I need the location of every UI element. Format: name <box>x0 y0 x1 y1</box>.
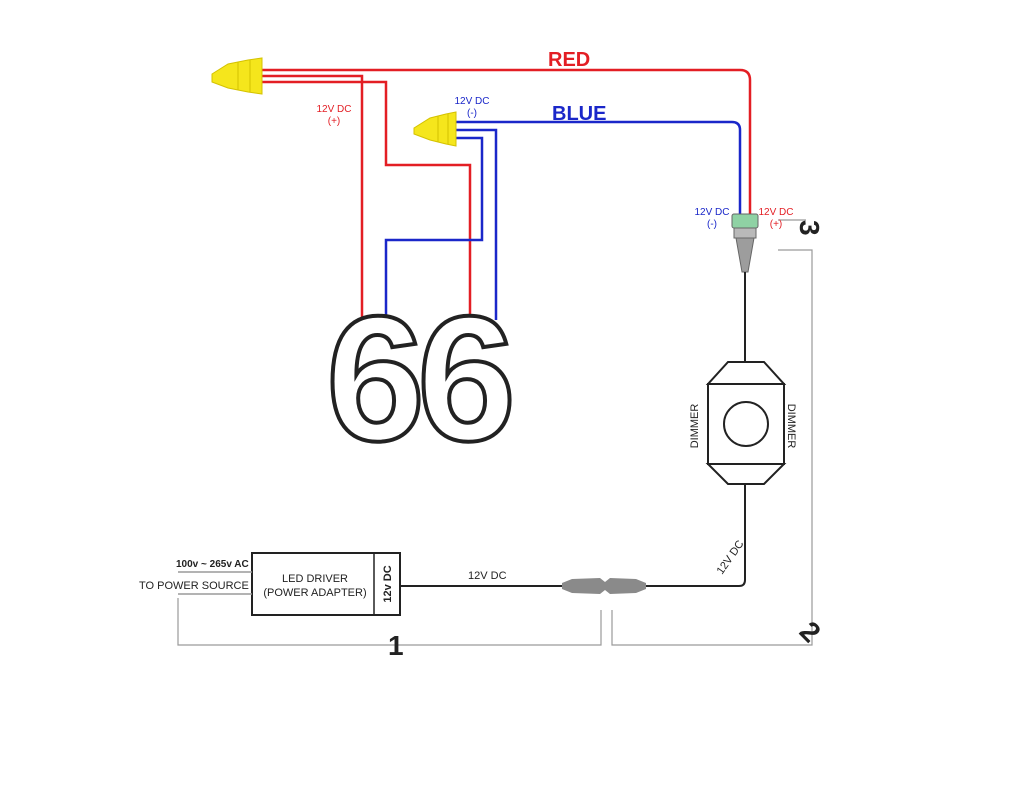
conn-neg-sign-label: (-) <box>707 219 717 230</box>
red-wire-to-6-b <box>258 80 472 320</box>
blue-wire-to-6-b <box>384 136 484 320</box>
dimmer-label-right: DIMMER <box>785 404 797 449</box>
dimmer-knob <box>723 401 769 447</box>
blue-main-wire <box>450 120 742 218</box>
conn-neg-12v-label: 12V DC <box>694 207 729 218</box>
wire-nut-red <box>211 57 263 95</box>
input-voltage-label: 100v ~ 265v AC <box>176 559 249 570</box>
pos-sign-left-label: (+) <box>328 116 341 127</box>
blue-wire-to-6-a <box>450 128 498 320</box>
driver-wire-label: 12V DC <box>468 570 507 582</box>
dimmer-device <box>705 361 787 485</box>
neg-12v-top-label: 12V DC <box>454 96 489 107</box>
led-number-66: 66 <box>326 279 510 478</box>
red-wire-label: RED <box>548 49 590 71</box>
step-number-3: 3 <box>794 220 825 236</box>
led-driver-box <box>251 552 401 616</box>
conn-pos-12v-label: 12V DC <box>758 207 793 218</box>
power-source-label: TO POWER SOURCE <box>139 580 249 592</box>
driver-label-line2: (POWER ADAPTER) <box>263 587 366 599</box>
step-brackets <box>177 219 813 646</box>
dimmer-label-left: DIMMER <box>689 404 701 449</box>
red-main-wire <box>258 68 752 218</box>
pos-12v-left-label: 12V DC <box>316 104 351 115</box>
bracket-step-2 <box>611 249 813 646</box>
driver-label-line1: LED DRIVER <box>282 573 348 585</box>
wire-nut-blue <box>413 111 457 147</box>
inline-connector <box>562 578 646 594</box>
blue-wire-label: BLUE <box>552 103 606 125</box>
step-number-2: 2 <box>794 615 827 648</box>
dimmer-output-label: 12V DC <box>715 538 747 576</box>
driver-output-label: 12v DC <box>382 565 394 602</box>
neg-sign-top-label: (-) <box>467 108 477 119</box>
blue-wire-group <box>384 120 742 320</box>
dimmer-output-wire <box>640 484 746 587</box>
step-number-1: 1 <box>388 630 404 661</box>
red-wire-to-6-a <box>258 74 364 320</box>
dc-connector <box>731 213 759 273</box>
conn-pos-sign-label: (+) <box>770 219 783 230</box>
red-wire-group <box>258 68 752 320</box>
bracket-step-1 <box>177 598 602 646</box>
